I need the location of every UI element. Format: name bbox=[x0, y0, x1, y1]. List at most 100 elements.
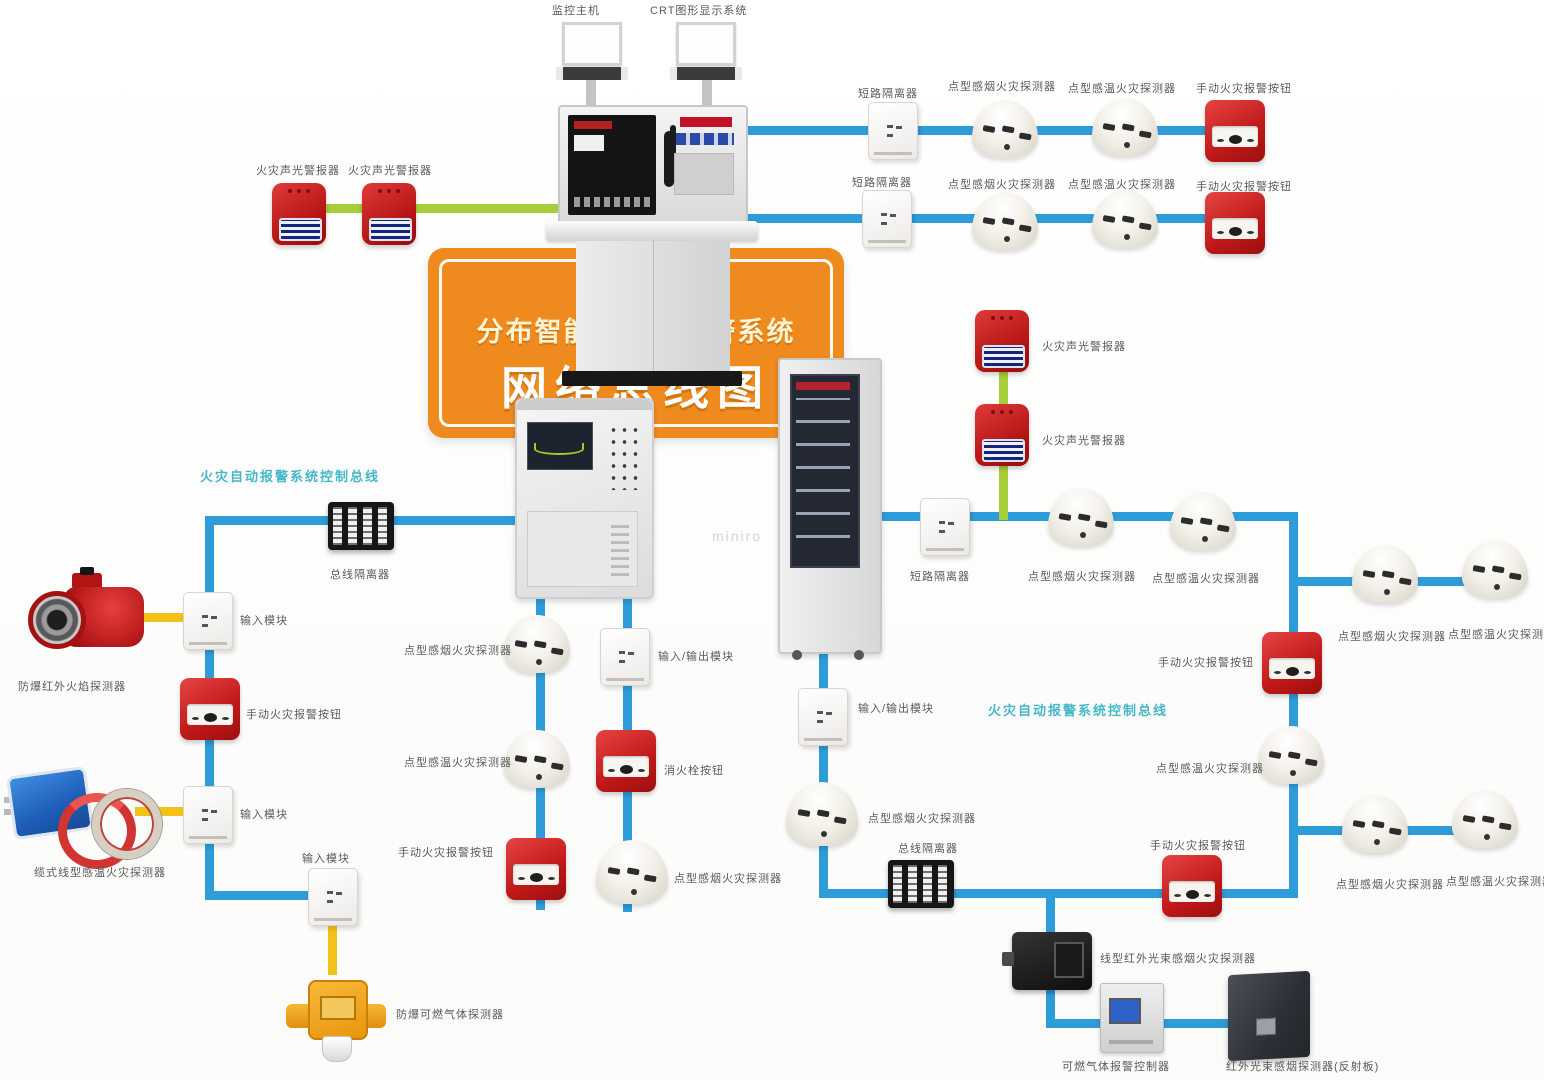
branch-smoke-label: 点型感烟火灾探测器 bbox=[1338, 631, 1446, 643]
sounder-right-label: 火灾声光警报器 bbox=[348, 165, 432, 177]
gas-cup bbox=[322, 1036, 352, 1062]
smoke-detector bbox=[972, 192, 1038, 250]
left-isolator-label: 总线隔离器 bbox=[330, 569, 390, 581]
watermark: miniro bbox=[712, 528, 763, 544]
manual-call-point bbox=[180, 678, 240, 740]
loop1-mcp-label: 手动火灾报警按钮 bbox=[1196, 83, 1292, 95]
gas-alarm-controller bbox=[1100, 983, 1164, 1053]
right-isolator-label: 总线隔离器 bbox=[898, 843, 958, 855]
loop1-heat-label: 点型感温火灾探测器 bbox=[1068, 83, 1176, 95]
short-circuit-isolator bbox=[868, 102, 918, 160]
sounder-strobe bbox=[975, 404, 1029, 466]
heat-detector bbox=[504, 730, 570, 788]
cable-module-label: 输入模块 bbox=[240, 809, 288, 821]
bottom-smoke-label: 点型感烟火灾探测器 bbox=[1336, 879, 1444, 891]
beam-label: 线型红外光束感烟火灾探测器 bbox=[1100, 953, 1256, 965]
cabinet-lower-panel bbox=[527, 511, 638, 587]
chain1-mcp-label: 手动火灾报警按钮 bbox=[398, 847, 494, 859]
left-bus-title: 火灾自动报警系统控制总线 bbox=[200, 469, 381, 484]
cabinet-window bbox=[790, 374, 860, 568]
bottom-heat-label: 点型感温火灾探测器 bbox=[1446, 876, 1544, 888]
gas-body bbox=[308, 980, 368, 1040]
left-mcp-label: 手动火灾报警按钮 bbox=[246, 709, 342, 721]
console-red-display bbox=[680, 117, 732, 127]
heat-detector bbox=[1092, 98, 1158, 156]
flame-lens bbox=[28, 591, 86, 649]
manual-call-point bbox=[1205, 192, 1265, 254]
gas-controller-label: 可燃气体报警控制器 bbox=[1062, 1061, 1170, 1073]
right-bus-title: 火灾自动报警系统控制总线 bbox=[988, 703, 1169, 718]
beam-smoke-detector bbox=[1002, 932, 1092, 990]
heat-detector bbox=[1452, 790, 1518, 848]
cable-label: 缆式线型感温火灾探测器 bbox=[34, 867, 166, 879]
short-circuit-isolator bbox=[920, 498, 970, 556]
console-subpanel bbox=[674, 153, 734, 195]
smoke-detector bbox=[786, 782, 858, 846]
input-module bbox=[183, 786, 233, 844]
laptop-right-label: CRT图形显示系统 bbox=[650, 5, 748, 17]
io-module bbox=[600, 628, 650, 686]
console-phone-handset bbox=[664, 131, 674, 187]
right-heat2-label: 点型感温火灾探测器 bbox=[1156, 763, 1264, 775]
right-sounder-top-label: 火灾声光警报器 bbox=[1042, 341, 1126, 353]
blue-bus-left-bottom bbox=[205, 891, 335, 900]
smoke-detector bbox=[1352, 545, 1418, 603]
flame-label: 防爆红外火焰探测器 bbox=[18, 681, 126, 693]
cable-coil-white bbox=[92, 789, 162, 859]
sounder-strobe bbox=[362, 183, 416, 245]
loop1-module-label: 短路隔离器 bbox=[858, 88, 918, 100]
laptop-left-label: 监控主机 bbox=[552, 5, 600, 17]
laptop-stand-right bbox=[702, 76, 712, 118]
smoke-detector bbox=[596, 840, 668, 904]
loop2-heat-label: 点型感温火灾探测器 bbox=[1068, 179, 1176, 191]
cabinet-strip bbox=[517, 400, 652, 410]
gas-module-label: 输入模块 bbox=[302, 853, 350, 865]
yellow-link-cable bbox=[135, 807, 190, 816]
loop2-smoke-label: 点型感烟火灾探测器 bbox=[948, 179, 1056, 191]
gas-label: 防爆可燃气体探测器 bbox=[396, 1009, 504, 1021]
smoke-detector bbox=[1342, 795, 1408, 853]
explosion-proof-gas-detector bbox=[286, 968, 386, 1062]
console-keys bbox=[676, 133, 734, 145]
console-panel bbox=[558, 105, 748, 227]
loop2-mcp-label: 手动火灾报警按钮 bbox=[1196, 181, 1292, 193]
bus-isolator bbox=[328, 502, 394, 550]
input-module bbox=[308, 868, 358, 926]
manual-call-point bbox=[1262, 632, 1322, 694]
smoke-detector bbox=[972, 100, 1038, 158]
right-sounder-bottom-label: 火灾声光警报器 bbox=[1042, 435, 1126, 447]
hydrant-button bbox=[596, 730, 656, 792]
manual-call-point bbox=[1162, 855, 1222, 917]
yellow-link-gas bbox=[328, 920, 337, 975]
fire-control-console bbox=[546, 105, 758, 386]
yellow-link-flame bbox=[135, 613, 190, 622]
sounder-strobe bbox=[272, 183, 326, 245]
input-module bbox=[183, 592, 233, 650]
smoke-detector bbox=[504, 615, 570, 673]
sounder-left-label: 火灾声光警报器 bbox=[256, 165, 340, 177]
right-smoke1-label: 点型感烟火灾探测器 bbox=[1028, 571, 1136, 583]
console-desk bbox=[546, 221, 758, 241]
branch-heat-label: 点型感温火灾探测器 bbox=[1448, 629, 1544, 641]
laptop-stand-left bbox=[586, 76, 596, 118]
bus-isolator bbox=[888, 860, 954, 908]
loop2-module-label: 短路隔离器 bbox=[852, 177, 912, 189]
blue-bus-right-return bbox=[819, 648, 828, 898]
flame-module-label: 输入模块 bbox=[240, 615, 288, 627]
loop1-smoke-label: 点型感烟火灾探测器 bbox=[948, 81, 1056, 93]
heat-detector bbox=[1170, 492, 1236, 550]
console-base bbox=[562, 371, 742, 386]
flame-detector bbox=[28, 567, 144, 659]
console-screen bbox=[568, 115, 656, 215]
right-mcp-label: 手动火灾报警按钮 bbox=[1158, 657, 1254, 669]
heat-detector bbox=[1258, 726, 1324, 784]
console-cabinet bbox=[576, 241, 730, 373]
manual-call-point bbox=[1205, 100, 1265, 162]
blue-bus-right-bottom bbox=[823, 889, 1298, 898]
loop-smoke-label: 点型感烟火灾探测器 bbox=[868, 813, 976, 825]
chain2-module-label: 输入/输出模块 bbox=[658, 651, 735, 663]
smoke-detector bbox=[1048, 488, 1114, 546]
blue-bus-right-vert bbox=[1289, 512, 1298, 898]
short-circuit-isolator bbox=[862, 190, 912, 248]
